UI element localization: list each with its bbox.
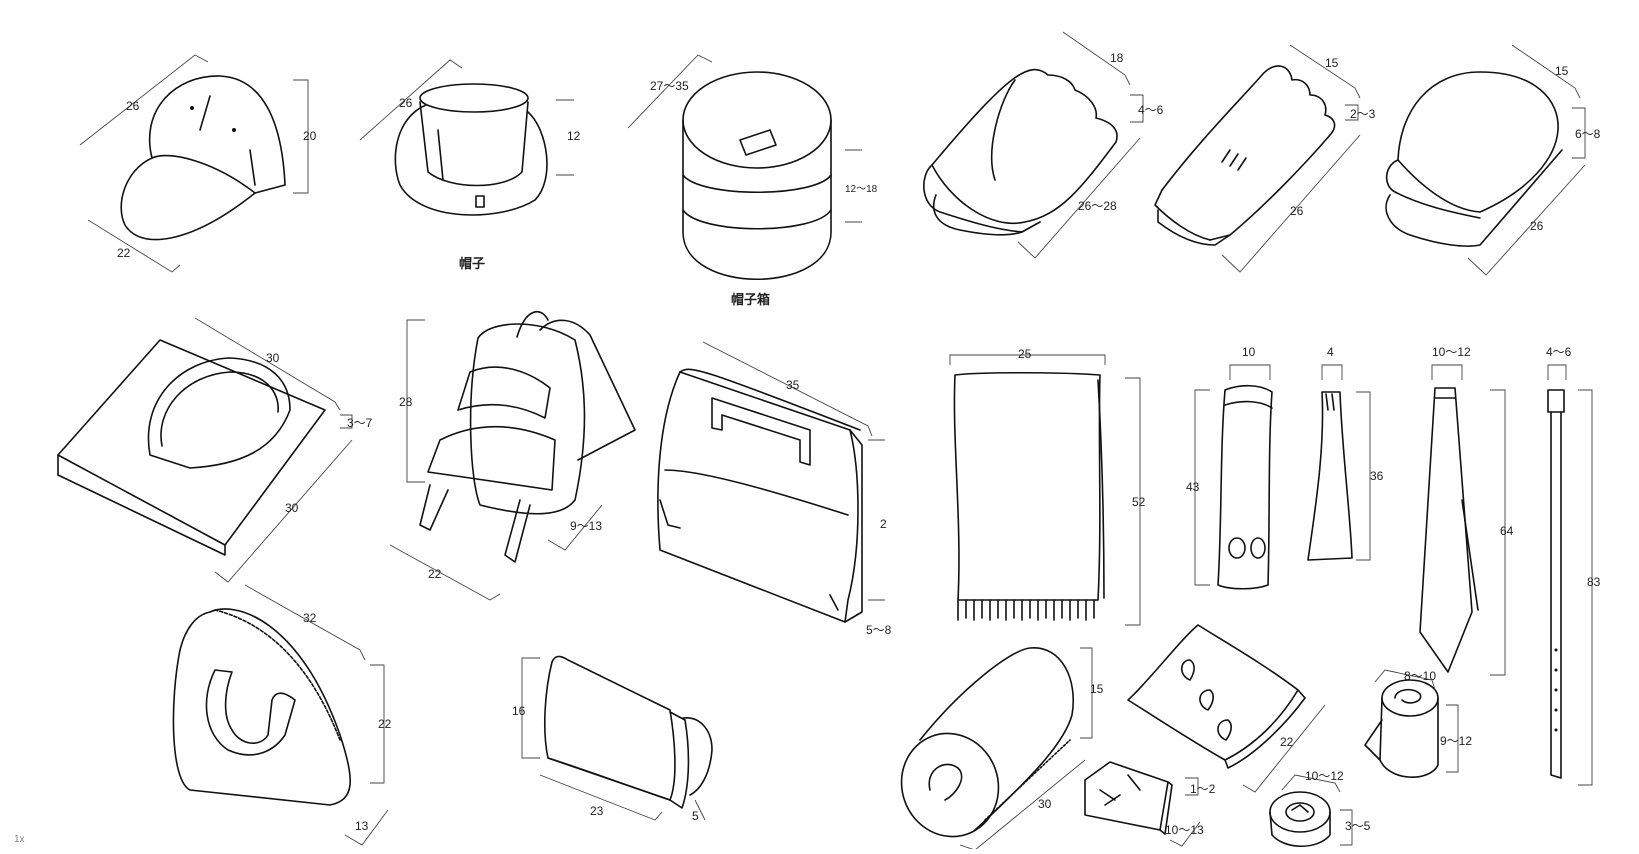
tie-dim-b: 64 <box>1500 524 1514 538</box>
hat-caption: 帽子 <box>459 256 485 271</box>
zip-dim-a: 32 <box>303 611 317 625</box>
clutch-dim-a: 16 <box>512 704 526 718</box>
hat-dim-b: 12 <box>567 129 581 143</box>
hankie-dimension-lines <box>1169 777 1201 847</box>
corner-mark: 1x <box>14 834 25 845</box>
knit-scarf-dimension-lines <box>1194 364 1271 586</box>
beltroll-dim-a: 10～12 <box>1305 769 1344 783</box>
mitt-dim-b: 6～8 <box>1575 127 1601 141</box>
beltroll-dimension-lines <box>1281 774 1353 846</box>
brief-dim-a: 35 <box>786 378 800 392</box>
long-glove-pair-icon <box>1154 65 1336 246</box>
beltroll-dim-b: 3～5 <box>1345 819 1371 833</box>
scarf-dimension-lines <box>949 354 1141 626</box>
rolled-belt-icon <box>1269 791 1331 847</box>
glove1-dim-b: 4～6 <box>1138 103 1164 117</box>
tote-dim-c: 30 <box>285 501 299 515</box>
glove1-dimension-lines <box>1017 31 1144 259</box>
roll-dim-a: 15 <box>1090 682 1104 696</box>
glove2-dimension-lines <box>1221 44 1361 273</box>
cap-dim-b: 20 <box>303 129 317 143</box>
mitt-dim-c: 26 <box>1530 219 1544 233</box>
rolled-scarf-icon <box>900 647 1074 838</box>
scarf2-dim-a: 10 <box>1242 345 1256 359</box>
fold-dimension-lines <box>1242 704 1326 793</box>
briefcase-dimension-lines <box>702 341 885 601</box>
zip-dim-b: 22 <box>378 717 392 731</box>
hat-box-icon <box>682 71 832 280</box>
tieroll-dim-b: 9～12 <box>1440 734 1472 748</box>
glove1-dim-a: 18 <box>1110 51 1124 65</box>
tote-dim-a: 30 <box>266 351 280 365</box>
backpack-icon <box>419 310 636 563</box>
hank-dim-a: 1～2 <box>1190 782 1216 796</box>
narrow-dim-a: 4 <box>1327 345 1334 359</box>
glove2-dim-c: 26 <box>1290 204 1304 218</box>
scarf-icon <box>953 371 1105 621</box>
belt-dim-b: 83 <box>1587 575 1601 589</box>
rolled-tie-icon <box>1364 679 1439 778</box>
brief-dim-b: 2 <box>880 517 887 531</box>
mitten-pair-icon <box>1385 71 1563 247</box>
glove-pair-icon <box>923 68 1118 236</box>
glove2-dim-b: 2～3 <box>1350 107 1376 121</box>
mitten-dimension-lines <box>1467 44 1586 276</box>
glove1-dim-c: 26～28 <box>1078 199 1117 213</box>
cap-dimension-lines <box>79 54 309 273</box>
clutch-dimension-lines <box>521 657 706 821</box>
tote-bag-icon <box>57 339 326 556</box>
folded-scarf-icon <box>1127 624 1306 769</box>
scarf-dim-a: 25 <box>1018 347 1032 361</box>
clutch-dim-c: 5 <box>692 809 699 823</box>
tote-dimension-lines <box>194 317 353 583</box>
hank-dim-b: 10～13 <box>1165 823 1204 837</box>
hat-dim-a: 26 <box>399 96 413 110</box>
roll-dim-b: 30 <box>1038 797 1052 811</box>
mitt-dim-a: 15 <box>1555 64 1569 78</box>
zip-dimension-lines <box>244 584 389 846</box>
scarf-dim-b: 52 <box>1132 495 1146 509</box>
cap-dim-a: 26 <box>126 99 140 113</box>
brief-dim-c: 5～8 <box>866 623 892 637</box>
tie-dim-a: 10～12 <box>1432 345 1471 359</box>
scarf2-dim-b: 43 <box>1186 480 1200 494</box>
tieroll-dimension-lines <box>1374 669 1459 773</box>
tote-dim-b: 3～7 <box>347 416 373 430</box>
hatbox-caption: 帽子箱 <box>731 292 770 307</box>
clutch-bag-icon <box>544 655 713 809</box>
knit-scarf-icon <box>1217 384 1273 590</box>
briefcase-icon <box>657 368 863 623</box>
belt-dim-a: 4～6 <box>1546 345 1572 359</box>
cap-dim-c: 22 <box>117 246 131 260</box>
hatbox-dimension-lines <box>627 54 862 223</box>
box-dim-b: 12～18 <box>845 184 878 195</box>
baseball-cap-icon <box>120 75 286 241</box>
pack-dim-c: 22 <box>428 567 442 581</box>
tieroll-dim-a: 8～10 <box>1404 669 1436 683</box>
pack-dim-b: 9～13 <box>570 519 602 533</box>
clutch-dim-b: 23 <box>590 804 604 818</box>
belt-dimension-lines <box>1547 364 1593 786</box>
zip-handbag-icon <box>172 608 351 806</box>
narrow-scarf-icon <box>1307 391 1353 561</box>
bucket-hat-icon <box>394 83 548 216</box>
necktie-dimension-lines <box>1431 364 1506 676</box>
fold-dim-a: 22 <box>1280 735 1294 749</box>
narrow-dim-b: 36 <box>1370 469 1384 483</box>
hat-dimension-lines <box>359 59 574 176</box>
backpack-dimension-lines <box>389 319 603 601</box>
glove2-dim-a: 15 <box>1325 56 1339 70</box>
necktie-icon <box>1419 387 1479 673</box>
handkerchief-icon <box>1084 761 1173 835</box>
pack-dim-a: 28 <box>399 395 413 409</box>
narrow-scarf-dimension-lines <box>1321 364 1371 561</box>
box-dim-a: 27～35 <box>650 79 689 93</box>
zip-dim-c: 13 <box>355 819 369 833</box>
belt-icon <box>1547 389 1565 779</box>
